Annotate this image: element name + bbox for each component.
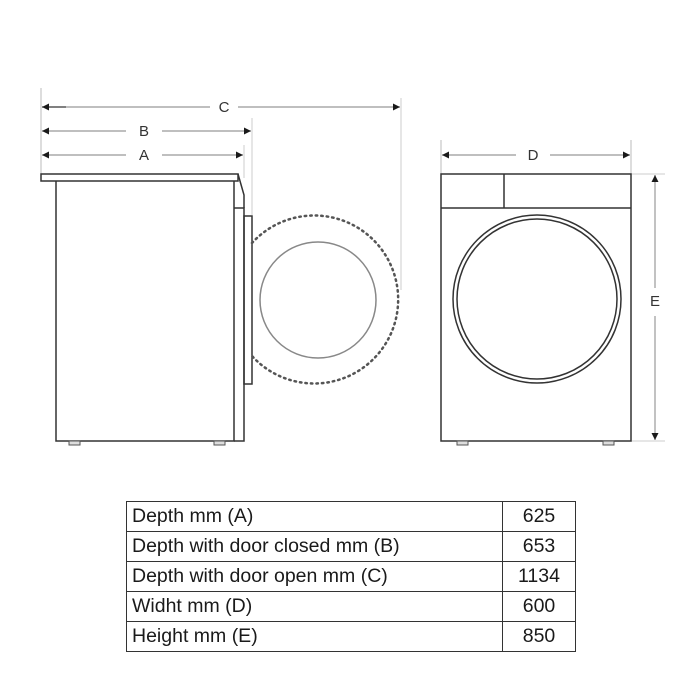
table-row: Depth with door open mm (C) 1134 bbox=[126, 561, 576, 592]
dimensions-table: Depth mm (A) 625 Depth with door closed … bbox=[126, 501, 576, 652]
front-view: D E bbox=[440, 140, 665, 446]
dimension-d: D bbox=[442, 147, 630, 164]
door-porthole bbox=[259, 241, 377, 359]
label-c: C bbox=[219, 99, 230, 116]
row-value: 850 bbox=[502, 621, 576, 652]
row-label: Depth with door open mm (C) bbox=[126, 561, 503, 592]
row-value: 653 bbox=[502, 531, 576, 562]
row-label: Height mm (E) bbox=[126, 621, 503, 652]
door-ring-inner bbox=[456, 218, 618, 380]
label-b: B bbox=[139, 123, 149, 140]
dimension-e: E bbox=[650, 175, 660, 440]
label-a: A bbox=[139, 147, 149, 164]
row-label: Widht mm (D) bbox=[126, 591, 503, 622]
row-value: 625 bbox=[502, 501, 576, 532]
door-ring-outer bbox=[452, 214, 622, 384]
dimension-a: A bbox=[42, 147, 243, 164]
open-door-outline bbox=[250, 214, 400, 385]
row-label: Depth mm (A) bbox=[126, 501, 503, 532]
table-row: Depth with door closed mm (B) 653 bbox=[126, 531, 576, 562]
table-row: Widht mm (D) 600 bbox=[126, 591, 576, 622]
table-row: Height mm (E) 850 bbox=[126, 621, 576, 652]
label-e: E bbox=[650, 293, 660, 310]
dimension-diagram: C B A bbox=[40, 88, 665, 446]
row-label: Depth with door closed mm (B) bbox=[126, 531, 503, 562]
label-d: D bbox=[528, 147, 539, 164]
row-value: 1134 bbox=[502, 561, 576, 592]
side-view: C B A bbox=[40, 88, 402, 446]
dimension-c: C bbox=[42, 99, 400, 116]
dimension-b: B bbox=[42, 123, 251, 140]
row-value: 600 bbox=[502, 591, 576, 622]
table-row: Depth mm (A) 625 bbox=[126, 501, 576, 532]
